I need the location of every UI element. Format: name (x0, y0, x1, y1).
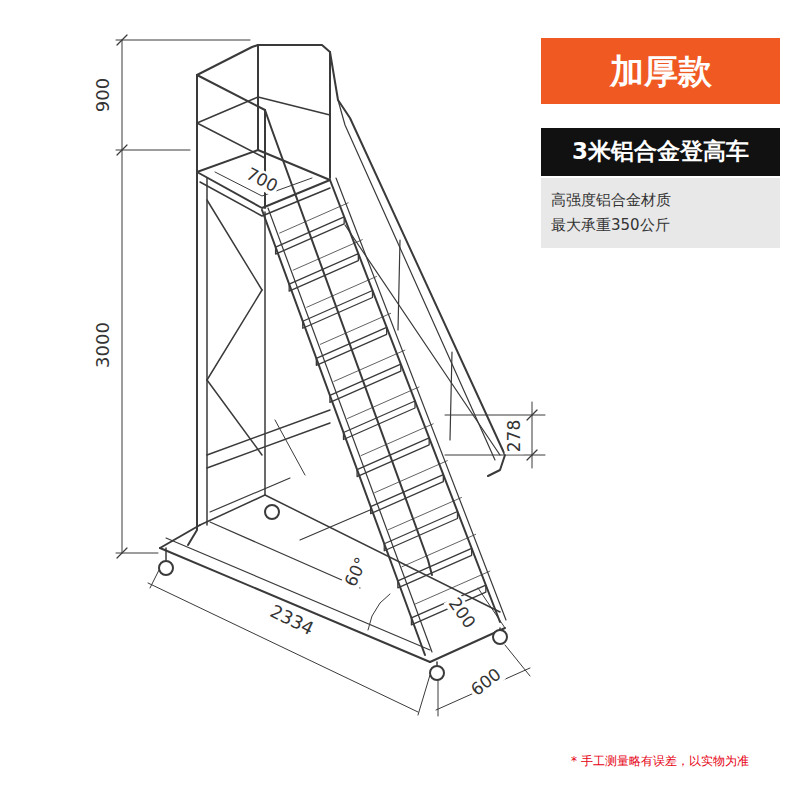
disclaimer-note: * 手工测量略有误差，以实物为准 (569, 755, 751, 768)
frame-brace (207, 423, 330, 468)
caster-wheel (430, 666, 444, 680)
rear-leg (206, 178, 208, 525)
spec-text: 最大承重350公斤 (551, 213, 770, 239)
caster-stem (165, 548, 167, 560)
dimension-line (532, 402, 533, 468)
stair-step (307, 277, 377, 308)
guardrail-rail (197, 45, 258, 75)
stair-step (357, 438, 429, 477)
stair-step (276, 217, 345, 254)
stair-step (375, 461, 448, 493)
angle-label: 60° (340, 553, 371, 592)
badge-box: 加厚款 (541, 38, 780, 104)
spec-text: 高强度铝合金材质 (551, 188, 770, 214)
heading-text: 3米铝合金登高车 (547, 138, 774, 166)
guardrail-rail (197, 75, 265, 110)
extension-line (116, 40, 250, 41)
stair-stringer (330, 180, 500, 622)
stair-step (398, 548, 472, 588)
frame-brace (207, 380, 262, 455)
rear-leg (188, 172, 197, 545)
stair-step (289, 254, 358, 291)
guardrail-rail (197, 97, 258, 123)
dimension-tick (527, 410, 537, 420)
platform (197, 150, 330, 208)
spec-box: 高强度铝合金材质最大承重350公斤 (541, 178, 780, 248)
dimension-line (148, 583, 418, 712)
stair-step (320, 313, 390, 344)
stair-step (361, 424, 433, 456)
caster-stem (436, 662, 438, 665)
stair-step (384, 512, 457, 551)
base-frame (166, 538, 430, 650)
stair-step (280, 203, 349, 233)
handrail (330, 52, 505, 476)
dimension-number: 3000 (93, 320, 113, 370)
base-frame (265, 495, 500, 612)
dimension-line (122, 40, 123, 553)
stair-step (316, 327, 386, 365)
title-box: 3米铝合金登高车 (541, 128, 780, 176)
stair-step (330, 364, 401, 402)
stair-step (402, 534, 476, 567)
dimension-number: 900 (93, 76, 113, 114)
base-frame (210, 522, 360, 588)
stair-step (334, 350, 405, 381)
caster-wheel (265, 505, 279, 519)
stair-stringer (268, 208, 432, 652)
frame-brace (207, 290, 262, 380)
extension-line (445, 415, 545, 416)
stair-step (348, 387, 420, 419)
extension-line (505, 645, 530, 676)
dimension-tick (117, 35, 127, 45)
handrail-post (398, 240, 400, 330)
extension-line (438, 680, 439, 716)
dimension-number: 700 (242, 163, 283, 196)
base-frame (200, 495, 265, 525)
stair-step (303, 291, 373, 329)
frame-brace (275, 420, 305, 475)
heading-text: 加厚款 (547, 51, 774, 92)
frame-brace (207, 410, 330, 455)
base-frame (300, 510, 370, 540)
dimension-number: 600 (466, 663, 506, 700)
stair-stringer (336, 178, 506, 620)
base-frame (160, 548, 430, 662)
stair-step (388, 498, 461, 530)
caster-wheel (159, 561, 173, 575)
caster-wheel (493, 630, 507, 644)
stair-stringer (262, 210, 425, 655)
rear-leg (264, 212, 266, 495)
dimension-number: 2334 (265, 600, 318, 640)
handrail (265, 110, 432, 575)
extension-line (418, 675, 430, 715)
dimension-line (478, 588, 505, 628)
stair-step (293, 240, 362, 270)
extension-line (445, 455, 545, 456)
stair-step (344, 401, 416, 440)
dimension-tick (117, 145, 127, 155)
guardrail-rail (258, 97, 330, 115)
extension-line (116, 150, 190, 151)
guardrail-post (264, 110, 266, 208)
dimension-number: 278 (505, 418, 524, 454)
stair-step (371, 475, 444, 514)
angle-arc (368, 594, 390, 630)
dimension-tick (117, 548, 127, 558)
guardrail-rail (197, 123, 265, 158)
dimension-tick (527, 450, 537, 460)
frame-brace (207, 200, 262, 290)
handrail-post (450, 352, 452, 440)
guardrail-rail (258, 45, 330, 52)
